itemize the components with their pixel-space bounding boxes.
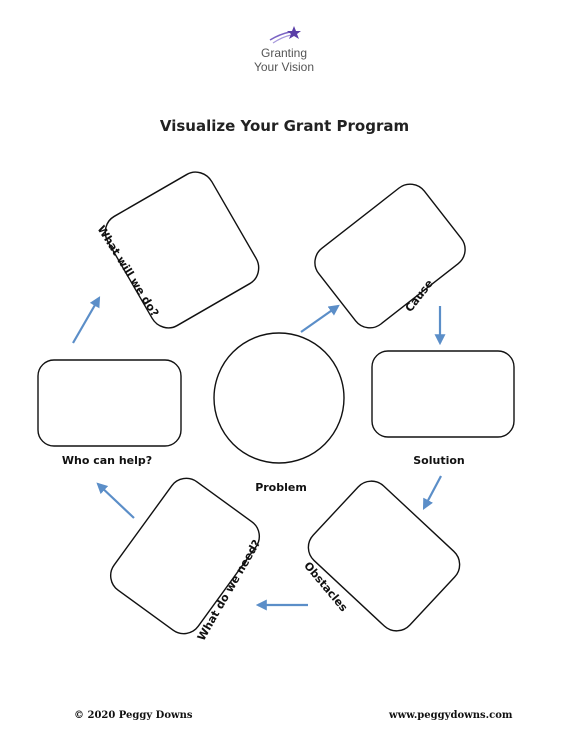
label-who-can-help: Who can help? xyxy=(62,454,152,467)
what-will-we-do-box xyxy=(104,171,260,329)
logo: Granting Your Vision xyxy=(236,24,332,74)
obstacles-box xyxy=(307,480,461,632)
arrow-problem-to-cause xyxy=(300,304,340,333)
label-solution: Solution xyxy=(413,454,465,467)
footer-website: www.peggydowns.com xyxy=(389,710,513,721)
shooting-star-icon xyxy=(269,26,301,44)
page-title: Visualize Your Grant Program xyxy=(159,117,410,135)
label-problem: Problem xyxy=(255,481,307,494)
problem-circle xyxy=(213,332,345,464)
arrow-need-to-help xyxy=(96,482,135,519)
footer-copyright: © 2020 Peggy Downs xyxy=(74,710,193,721)
what-do-we-need-box xyxy=(109,477,261,635)
solution-box xyxy=(371,350,515,438)
who-can-help-box xyxy=(37,359,182,447)
logo-line-2: Your Vision xyxy=(253,60,315,74)
arrow-solution-to-obstacles xyxy=(422,475,442,510)
arrow-help-to-do xyxy=(72,296,101,344)
cause-box xyxy=(314,183,466,329)
logo-line-1: Granting xyxy=(260,46,308,60)
